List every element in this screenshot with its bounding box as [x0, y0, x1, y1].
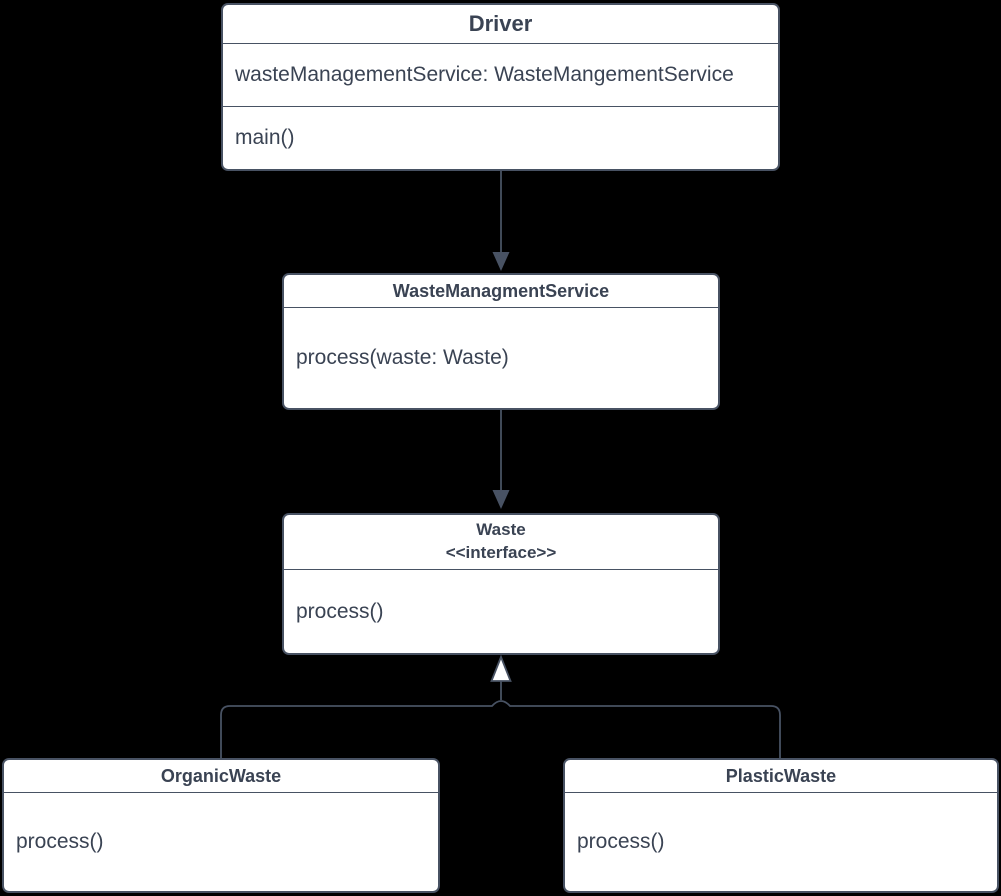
class-method: process(waste: Waste) — [296, 346, 509, 369]
class-method: process() — [16, 830, 104, 853]
interface-stereotype: <<interface>> — [445, 543, 557, 562]
class-title: PlasticWaste — [565, 760, 997, 793]
class-title: Driver — [223, 5, 778, 44]
hollow-arrowhead-icon — [490, 654, 512, 682]
class-title: Waste <<interface>> — [284, 515, 718, 570]
class-title: OrganicWaste — [4, 760, 438, 793]
class-box-plastic-waste: PlasticWaste process() — [563, 758, 999, 893]
edge-subclasses-to-waste — [220, 654, 781, 758]
class-box-waste-managment-service: WasteManagmentService process(waste: Was… — [282, 273, 720, 410]
filled-arrowhead-icon — [492, 490, 510, 509]
class-box-driver: Driver wasteManagementService: WasteMang… — [221, 3, 780, 171]
interface-name: Waste — [476, 520, 526, 540]
filled-arrowhead-icon — [492, 252, 510, 271]
class-attribute: wasteManagementService: WasteMangementSe… — [223, 44, 778, 107]
class-title: WasteManagmentService — [284, 275, 718, 308]
class-method: process() — [296, 599, 384, 623]
edge-driver-to-wastemanagmentservice — [492, 171, 510, 271]
edge-wastemanagmentservice-to-waste — [492, 410, 510, 509]
class-method: process() — [577, 830, 665, 853]
class-method: main() — [235, 126, 295, 149]
class-box-organic-waste: OrganicWaste process() — [2, 758, 440, 893]
class-box-waste-interface: Waste <<interface>> process() — [282, 513, 720, 655]
